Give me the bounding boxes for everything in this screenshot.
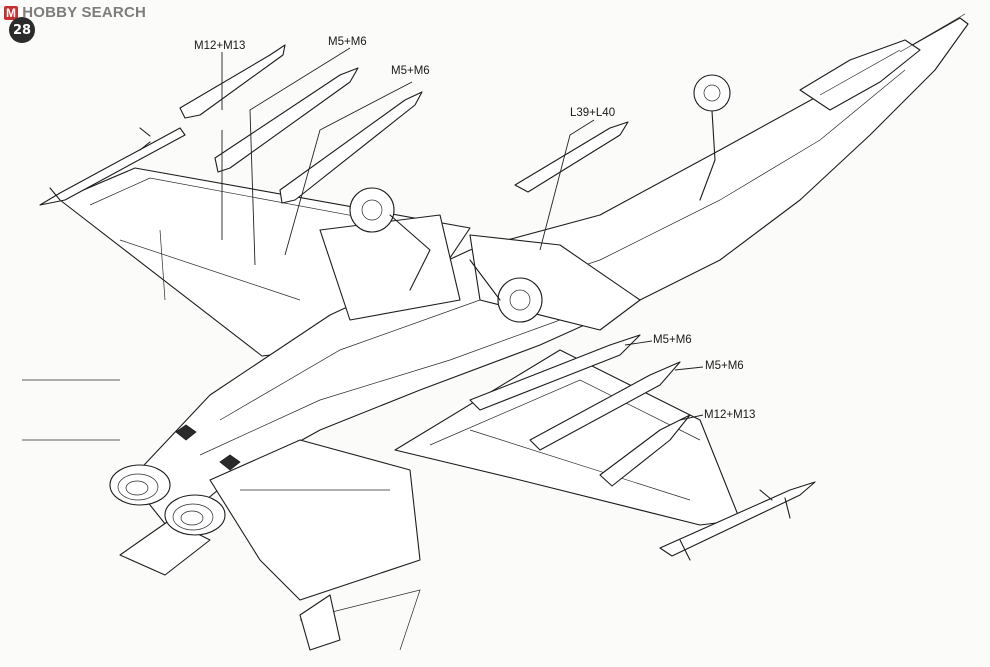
callout-label-m12-m13-right: M12+M13 <box>704 409 756 421</box>
horizontal-stabilizer <box>209 439 421 601</box>
callout-label-m12-m13-top: M12+M13 <box>194 40 246 52</box>
hobby-search-watermark: M HOBBY SEARCH <box>4 4 146 21</box>
pod-m12-m13-top <box>179 44 286 119</box>
callout-label-l39-l40: L39+L40 <box>570 107 616 119</box>
watermark-logo-badge: M <box>4 5 19 20</box>
cockpit-canopy <box>799 39 921 111</box>
main-landing-gear-left <box>349 187 431 291</box>
leader-m5-m6-right-1 <box>624 340 653 346</box>
callout-label-m5-m6-top-1: M5+M6 <box>328 36 367 48</box>
nose-landing-gear <box>693 74 731 201</box>
leader-l39-l40 <box>539 119 595 251</box>
pod-m5-m6-right-2 <box>529 361 681 451</box>
leader-m5-m6-right-2 <box>674 366 704 371</box>
engine-nozzle-left <box>109 464 171 506</box>
callout-label-m5-m6-right-1: M5+M6 <box>653 334 692 346</box>
pod-m5-m6-right-1 <box>469 334 641 411</box>
leader-m12-m13-right <box>679 414 704 421</box>
air-to-air-missile-upper <box>39 127 186 206</box>
engine-nozzle-right <box>164 494 226 536</box>
callout-label-m5-m6-top-2: M5+M6 <box>391 65 430 77</box>
step-number-badge: 28 <box>9 17 35 43</box>
pod-m12-m13-right <box>599 414 691 487</box>
callout-label-m5-m6-right-2: M5+M6 <box>705 360 744 372</box>
watermark-text: HOBBY SEARCH <box>22 4 147 21</box>
leader-m5-m6-top-2 <box>284 81 413 256</box>
pod-m5-m6-top-2 <box>279 91 423 204</box>
air-to-air-missile-lower <box>659 481 816 561</box>
vertical-tail-left <box>319 214 461 321</box>
leader-m5-m6-top-1 <box>249 47 351 266</box>
pod-l39-l40 <box>514 121 629 193</box>
main-landing-gear-right <box>469 259 543 323</box>
